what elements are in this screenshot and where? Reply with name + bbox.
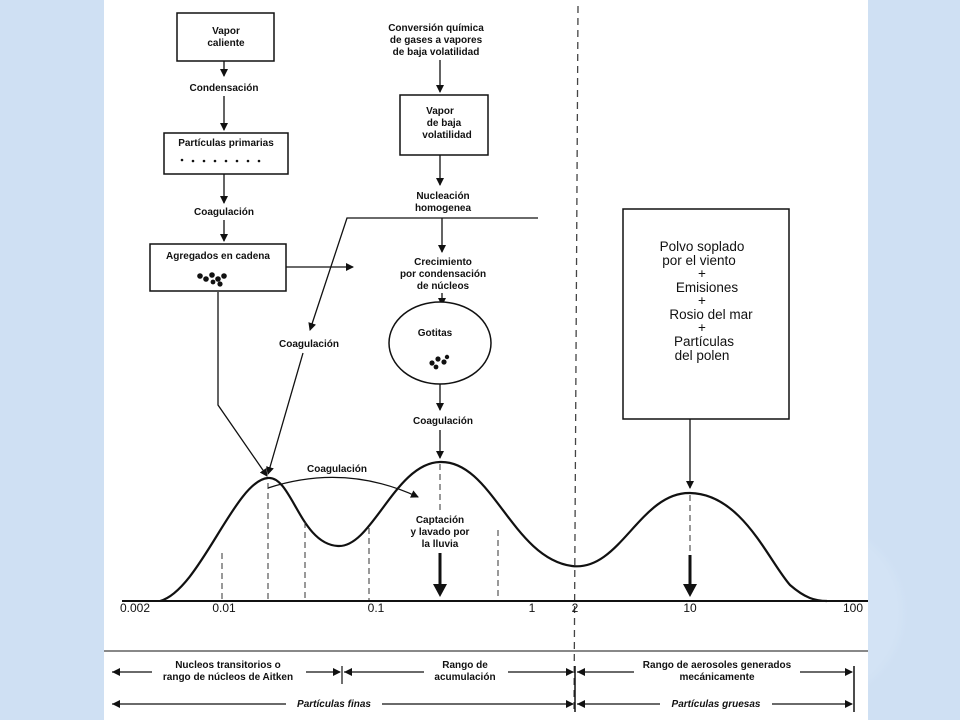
coarse-line-2: por el viento (662, 253, 736, 268)
nucleacion-line-1: Nucleación (416, 191, 469, 202)
conversion-line-1: Conversión química (388, 23, 484, 34)
tick-0-1: 0.1 (368, 601, 385, 615)
vapor-baja-line-2: de baja (427, 118, 462, 129)
tick-0-002: 0.002 (120, 601, 150, 615)
coarse-line-8: Partículas (674, 334, 734, 349)
particulas-primarias-label: Partículas primarias (178, 138, 274, 149)
coarse-line-4: Emisiones (676, 280, 739, 295)
tick-100: 100 (843, 601, 863, 615)
coarse-line-7: + (698, 320, 706, 335)
condensacion-label: Condensación (190, 83, 259, 94)
tick-2: 2 (572, 601, 579, 615)
particulas-primarias-box (163, 132, 289, 175)
captacion-line-3: la lluvia (422, 539, 459, 550)
vapor-baja-volatilidad-box (399, 94, 489, 156)
particulas-finas-label: Partículas finas (297, 699, 371, 710)
primary-particles-dots (180, 158, 261, 163)
curve-dashed-lines (221, 464, 691, 601)
coarse-line-9: del polen (675, 348, 730, 363)
tick-1: 1 (529, 601, 536, 615)
tick-0-01: 0.01 (212, 601, 236, 615)
gotitas-circle (388, 301, 492, 385)
aggregate-cluster (197, 272, 227, 287)
crecimiento-line-3: de núcleos (417, 281, 470, 292)
vapor-caliente-line-2: caliente (207, 38, 245, 49)
mecanico-range-line-2: mecánicamente (679, 672, 754, 683)
tick-10: 10 (683, 601, 697, 615)
coagulacion-curve-label: Coagulación (307, 464, 367, 475)
captacion-line-2: y lavado por (411, 527, 470, 538)
particulas-gruesas-label: Partículas gruesas (672, 699, 761, 710)
crecimiento-line-2: por condensación (400, 269, 486, 280)
droplets-cluster (429, 354, 450, 370)
coarse-line-5: + (698, 293, 706, 308)
vapor-caliente-line-1: Vapor (212, 26, 240, 37)
vapor-baja-line-1: Vapor (426, 106, 454, 117)
coarse-sources-box (622, 208, 790, 420)
agregados-cadena-label: Agregados en cadena (166, 251, 270, 262)
coagulacion-label-2: Coagulación (413, 416, 473, 427)
coarse-line-1: Polvo soplado (660, 239, 745, 254)
acumulacion-range-line-2: acumulación (434, 672, 495, 683)
coarse-line-6: Rosio del mar (669, 307, 753, 322)
conversion-line-3: de baja volatilidad (393, 47, 480, 58)
conversion-line-2: de gases a vapores (390, 35, 483, 46)
nucleacion-line-2: homogenea (415, 203, 472, 214)
vapor-caliente-box (176, 12, 275, 62)
fine-coarse-divider (573, 5, 579, 711)
coagulacion-label-1: Coagulación (194, 207, 254, 218)
captacion-line-1: Captación (416, 515, 464, 526)
nucleos-range-line-1: Nucleos transitorios o (175, 660, 281, 671)
mecanico-range-line-1: Rango de aerosoles generados (643, 660, 792, 671)
crecimiento-line-1: Crecimiento (414, 257, 472, 268)
vapor-baja-line-3: volatilidad (422, 130, 471, 141)
size-distribution-curve (159, 460, 828, 603)
acumulacion-range-line-1: Rango de (442, 660, 488, 671)
coagulacion-label-left: Coagulación (279, 339, 339, 350)
gotitas-label: Gotitas (418, 328, 453, 339)
coarse-line-3: + (698, 266, 706, 281)
nucleos-range-line-2: rango de núcleos de Aitken (163, 672, 293, 683)
